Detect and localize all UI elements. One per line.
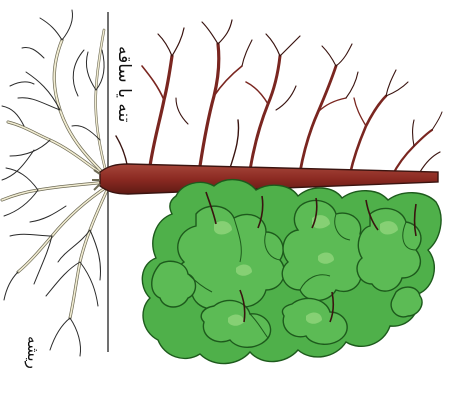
stem-label: تنه یا ساقه xyxy=(114,46,134,122)
roots xyxy=(2,10,108,356)
foliage xyxy=(142,180,441,364)
root-collar xyxy=(92,170,100,190)
root-label: ریشه xyxy=(24,336,42,369)
branches xyxy=(116,20,442,176)
